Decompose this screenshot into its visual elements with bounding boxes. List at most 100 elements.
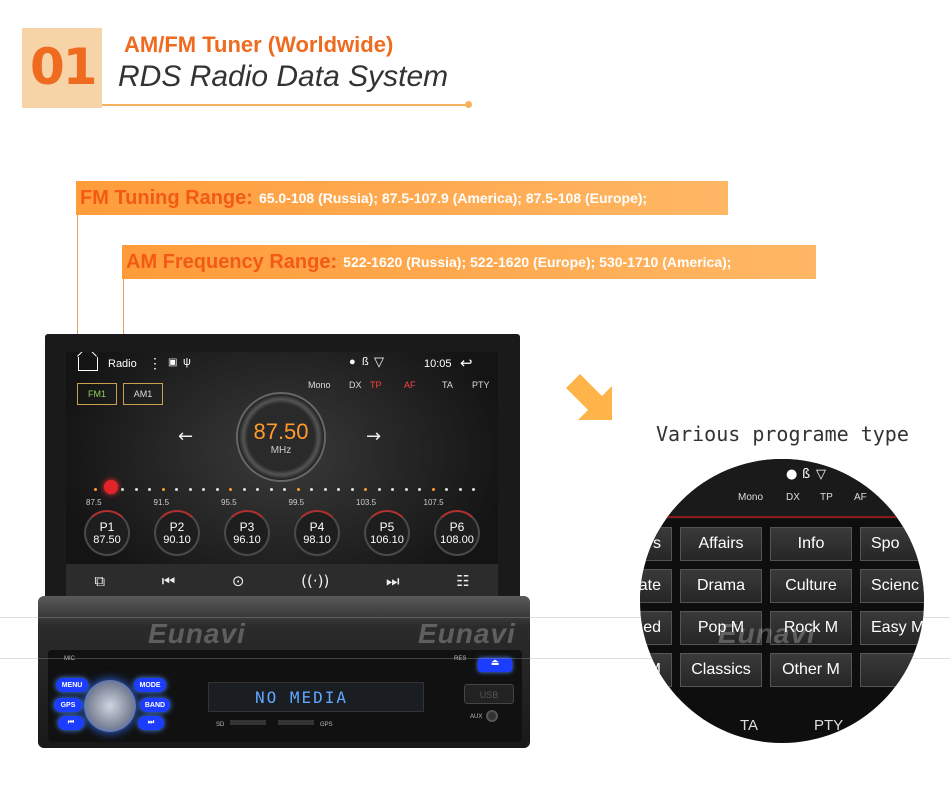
- zoom-location-icon: ●: [786, 467, 798, 482]
- zoom-footer-pty[interactable]: PTY: [814, 717, 844, 734]
- zoom-flag-tp: TP: [820, 492, 833, 503]
- tuning-needle-icon[interactable]: [104, 480, 118, 494]
- sd-slot-label: SD: [216, 722, 225, 728]
- equalizer-icon[interactable]: ☷: [456, 572, 470, 590]
- pty-type-button[interactable]: Classics: [680, 653, 762, 687]
- scale-dot: [391, 488, 394, 491]
- scale-dot: [229, 488, 232, 491]
- pty-type-button[interactable]: Drama: [680, 569, 762, 603]
- flag-af: AF: [404, 380, 416, 390]
- gps-slot[interactable]: [278, 720, 314, 725]
- mode-button[interactable]: MODE: [134, 678, 166, 692]
- more-icon[interactable]: ⋮: [148, 355, 162, 371]
- scale-dot: [256, 488, 259, 491]
- fm-range-values: 65.0-108 (Russia); 87.5-107.9 (America);…: [258, 190, 648, 206]
- pty-type-button[interactable]: cate: [640, 569, 672, 603]
- pty-type-button[interactable]: Other M: [770, 653, 852, 687]
- seek-left-arrow-icon[interactable]: ←: [178, 426, 194, 447]
- pty-type-button[interactable]: M: [640, 653, 672, 687]
- preset-frequency: 108.00: [440, 534, 474, 546]
- signal-icon: ▽: [374, 354, 384, 369]
- preset-frequency: 98.10: [303, 534, 331, 546]
- pty-type-button[interactable]: Info: [770, 527, 852, 561]
- pointer-arrow-icon: [566, 374, 612, 420]
- scale-dot: [404, 488, 408, 491]
- scale-dot: [377, 488, 381, 491]
- frequency-dial: 87.50 MHz: [236, 392, 326, 482]
- band-button[interactable]: BAND: [140, 698, 170, 712]
- brand-watermark: Eunavi: [148, 618, 246, 649]
- home-icon[interactable]: [78, 357, 98, 371]
- pty-type-button[interactable]: Affairs: [680, 527, 762, 561]
- zoom-divider: [640, 516, 924, 518]
- title-underline-dot: [465, 101, 472, 108]
- next-icon[interactable]: ⏭: [386, 572, 400, 590]
- control-bar: ⧉ ⏮ ⊙ ((·)) ⏭ ☷: [66, 564, 498, 598]
- back-icon[interactable]: ↩: [460, 355, 473, 372]
- previous-icon[interactable]: ⏮: [161, 572, 176, 590]
- flag-tp: TP: [370, 380, 382, 390]
- pty-type-button[interactable]: Rock M: [770, 611, 852, 645]
- scale-dot: [445, 488, 448, 491]
- band-tab-am1[interactable]: AM1: [123, 383, 163, 405]
- flag-ta: TA: [442, 380, 453, 390]
- pty-type-button[interactable]: Pop M: [680, 611, 762, 645]
- scale-dot: [350, 488, 354, 491]
- am-connector-line: [123, 279, 124, 379]
- prev-track-button[interactable]: ⏮: [58, 716, 84, 730]
- scale-dot: [337, 488, 340, 491]
- band-tab-fm1[interactable]: FM1: [77, 383, 117, 405]
- preset-name: P4: [309, 520, 325, 534]
- usb-icon: ψ: [183, 356, 191, 368]
- watermark-line-top: [0, 617, 950, 618]
- sd-slot[interactable]: [230, 720, 266, 725]
- scale-tick-label: 99.5: [288, 498, 305, 507]
- broadcast-icon[interactable]: ((·)): [301, 572, 330, 590]
- gps-button[interactable]: GPS: [54, 698, 82, 712]
- scale-tick-label: 95.5: [221, 498, 237, 507]
- pty-type-button[interactable]: [860, 653, 924, 687]
- scale-dot: [364, 488, 367, 491]
- list-icon[interactable]: ⧉: [94, 572, 106, 590]
- preset-frequency: 96.10: [233, 534, 261, 546]
- section-number: 01: [30, 38, 98, 96]
- scale-dot: [296, 488, 300, 491]
- scale-dot: [458, 488, 462, 491]
- radio-screen: Radio ⋮ ▣ ψ ● ß ▽ 10:05 ↩ FM1 AM1 Mono D…: [66, 352, 498, 606]
- pty-type-button[interactable]: Scienc: [860, 569, 924, 603]
- scale-tick-label: 107.5: [423, 498, 444, 507]
- aux-label: AUX: [470, 714, 483, 720]
- scale-dot: [175, 488, 178, 491]
- pty-type-button[interactable]: Spo: [860, 527, 924, 561]
- scale-dot: [148, 488, 151, 491]
- menu-button[interactable]: MENU: [56, 678, 88, 692]
- scan-icon[interactable]: ⊙: [231, 572, 245, 590]
- volume-knob[interactable]: [84, 680, 136, 732]
- seek-right-arrow-icon[interactable]: →: [366, 426, 382, 447]
- am-range-label: AM Frequency Range:: [126, 250, 338, 273]
- eject-button[interactable]: ⏏: [478, 658, 512, 672]
- am-range-banner: AM Frequency Range: 522-1620 (Russia); 5…: [122, 245, 816, 279]
- zoom-bluetooth-icon: ß: [802, 467, 811, 482]
- zoom-flag-af: AF: [854, 492, 867, 503]
- zoom-footer-ta[interactable]: TA: [740, 717, 759, 734]
- usb-port[interactable]: USB: [464, 684, 514, 704]
- next-track-button[interactable]: ⏭: [138, 716, 164, 730]
- zoom-flag-dx: DX: [786, 492, 800, 503]
- pty-type-button[interactable]: ed: [640, 611, 672, 645]
- scale-dot: [323, 488, 327, 491]
- preset-name: P1: [99, 520, 115, 534]
- pty-type-button[interactable]: Easy M: [860, 611, 924, 645]
- pty-type-button[interactable]: s: [640, 527, 672, 561]
- fm-connector-line: [77, 215, 78, 379]
- scale-tick-label: 87.5: [86, 498, 102, 507]
- aux-port[interactable]: [486, 710, 498, 722]
- pty-type-button[interactable]: Culture: [770, 569, 852, 603]
